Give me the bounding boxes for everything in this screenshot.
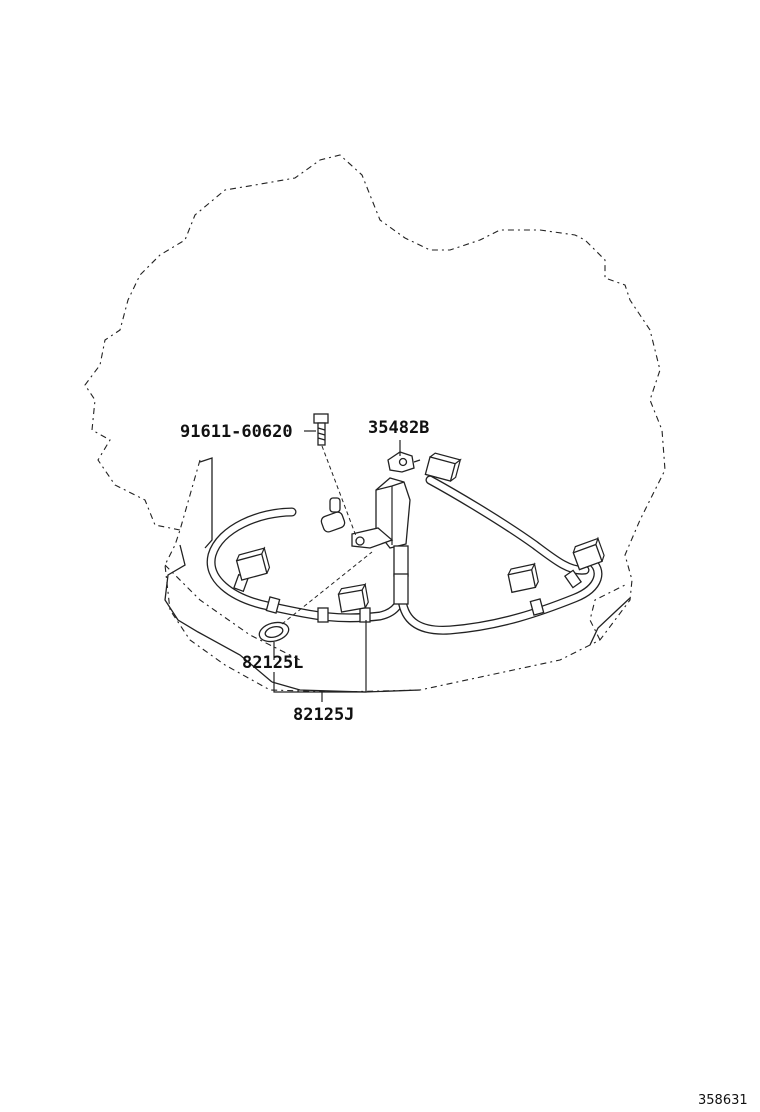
label-oring-part-number: 82125L — [242, 653, 303, 673]
bracket-clip — [387, 451, 421, 473]
o-ring — [258, 551, 373, 643]
wire-harness — [206, 475, 603, 635]
label-harness-part-number: 82125J — [293, 705, 354, 725]
label-bolt-part-number: 91611-60620 — [180, 422, 293, 442]
housing-flange — [164, 457, 631, 693]
bolt — [313, 413, 357, 537]
small-plug — [320, 497, 346, 533]
label-bracket-part-number: 35482B — [368, 418, 429, 438]
transmission-housing-outline — [84, 154, 666, 693]
figure-number: 358631 — [698, 1093, 748, 1108]
harness-connectors — [235, 452, 605, 613]
speed-sensor — [351, 477, 411, 605]
leader-lines — [273, 430, 401, 702]
